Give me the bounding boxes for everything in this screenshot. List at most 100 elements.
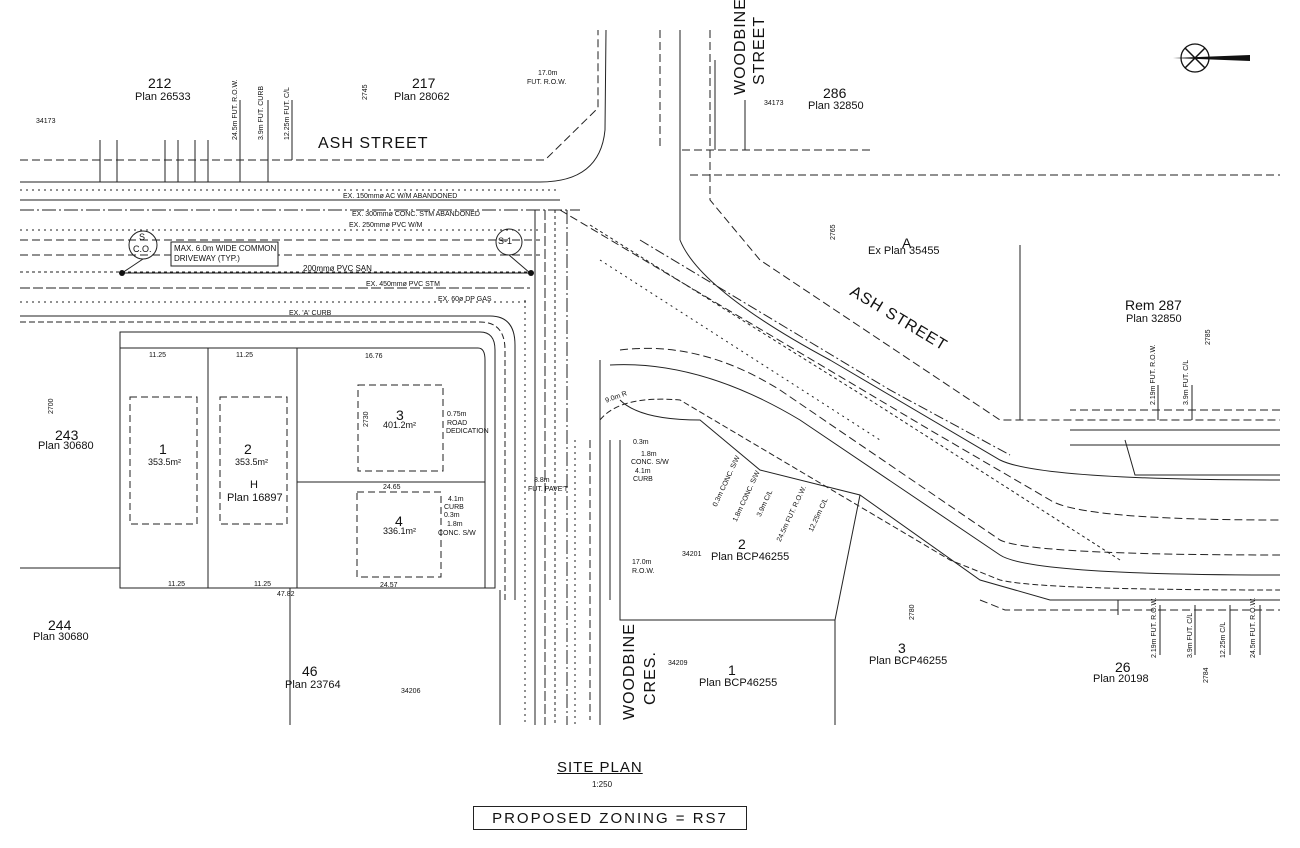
fut-pavet-text: FUT. PAVE'T [528, 486, 568, 493]
address-label: 34201 [682, 551, 702, 558]
proposed-zoning-box: PROPOSED ZONING = RS7 [473, 806, 747, 830]
site-plan-title: SITE PLAN [557, 759, 643, 776]
ex-dp-gas-label: EX. 60ø DP GAS [438, 296, 492, 303]
ash-street-label: ASH STREET [318, 135, 429, 152]
proposed-lot-number: 1 [159, 441, 167, 457]
lot-dim: 24.57 [380, 582, 398, 589]
address-label: 34206 [401, 688, 421, 695]
s1-label: S-1 [498, 236, 513, 246]
parcel-plan: Plan 16897 [227, 492, 283, 504]
woodbine-cres-label-2: CRES. [642, 651, 659, 705]
rt-sw-text: CONC. S/W [631, 459, 669, 466]
lower-right-dim: 12.25m C/L [1220, 621, 1227, 658]
proposed-lot-area: 353.5m² [148, 457, 182, 467]
fut-row-dim: 17.0m [538, 70, 558, 77]
proposed-lot-area: 353.5m² [235, 457, 269, 467]
address-label: 2780 [909, 604, 916, 620]
parcel-plan: Plan BCP46255 [869, 655, 948, 667]
parcel-plan: Plan 30680 [33, 631, 89, 643]
site-boundary [119, 331, 496, 589]
lot-dim: 47.82 [277, 591, 295, 598]
parcel-plan: Plan 28062 [394, 91, 450, 103]
parcel-number: 46 [302, 663, 318, 679]
address-label: 34209 [668, 660, 688, 667]
parcel-number: 243 [55, 427, 79, 443]
proposed-lot-area: 401.2m² [383, 420, 417, 430]
parcel-plan: Plan 30680 [38, 440, 94, 452]
ex-pvc-wm-label: EX. 250mmø PVC W/M [349, 222, 423, 229]
top-dim: 12.25m FUT. C/L [284, 87, 291, 140]
curb-dim: 4.1m [448, 496, 464, 503]
parcel-plan: Ex Plan 35455 [868, 245, 940, 257]
parcel-number: 217 [412, 75, 436, 91]
ex-curb-label: EX. 'A' CURB [289, 310, 332, 317]
right-dim: 2.19m FUT. R.O.W. [1150, 344, 1157, 405]
site-plan-scale: 1:250 [592, 780, 613, 789]
lot-dim: 11.25 [168, 581, 185, 588]
sw-dim: 1.8m [447, 521, 463, 528]
lower-right-dim: 3.9m FUT. C/L [1187, 612, 1194, 658]
parcel-number: A [902, 235, 912, 251]
row-dim: 17.0m [632, 559, 652, 566]
road-dedication-text: DEDICATION [446, 428, 489, 435]
parcel-number: Rem 287 [1125, 297, 1182, 313]
right-dim: 3.9m FUT. C/L [1183, 359, 1190, 405]
address-label: 2765 [830, 224, 837, 240]
proposed-lot-number: 4 [395, 513, 403, 529]
rt-sw-dim: 0.3m [633, 439, 649, 446]
lot-dim: 11.25 [254, 581, 271, 588]
parcel-plan: Plan 20198 [1093, 673, 1149, 685]
fut-row-text: FUT. R.O.W. [527, 79, 567, 86]
ash-street-north-property-line [20, 30, 599, 161]
parcel-number: 286 [823, 85, 847, 101]
north-arrow-icon [1173, 43, 1250, 73]
parcel-plan: Plan 32850 [1126, 313, 1182, 325]
parcel-number: 244 [48, 617, 72, 633]
lot-dim: 11.25 [149, 352, 166, 359]
fut-pavet-dim: 8.8m [534, 477, 550, 484]
address-label: 2730 [363, 411, 370, 427]
proposed-lot-number: 3 [396, 407, 404, 423]
lower-right-dim: 2.19m FUT. R.O.W. [1151, 597, 1158, 658]
ex-pvc-stm-label: EX. 450mmø PVC STM [366, 281, 440, 288]
sw-text: CONC. S/W [438, 530, 476, 537]
address-label: 34173 [36, 118, 56, 125]
driveway-note-line2: DRIVEWAY (TYP.) [174, 254, 240, 263]
driveway-note-line1: MAX. 6.0m WIDE COMMON [174, 244, 277, 253]
address-label: 2785 [1205, 329, 1212, 345]
address-label: 34173 [764, 100, 784, 107]
parcel-plan: Plan BCP46255 [699, 677, 778, 689]
top-dim: 3.9m FUT. CURB [258, 85, 265, 140]
parcel-number: 1 [728, 662, 736, 678]
parcel-number: 26 [1115, 659, 1131, 675]
road-dedication-dim: 0.75m [447, 411, 467, 418]
address-label: 2745 [362, 84, 369, 100]
parcel-number: 3 [898, 640, 906, 656]
woodbine-street-label-2: STREET [751, 15, 768, 85]
parcel-plan: Plan BCP46255 [711, 551, 790, 563]
lot-dim: 24.65 [383, 484, 401, 491]
ex-wm-abandoned-label: EX. 150mmø AC W/M ABANDONED [343, 193, 458, 200]
parcel-plan: Plan 26533 [135, 91, 191, 103]
parcel-plan: Plan 32850 [808, 100, 864, 112]
rt-sw-dim: 1.8m [641, 451, 657, 458]
lower-right-dim: 24.5m FUT. R.O.W. [1250, 597, 1257, 658]
sw-dim: 0.3m [444, 512, 460, 519]
top-dim: 24.5m FUT. R.O.W. [232, 79, 239, 140]
curb-text: CURB [444, 504, 464, 511]
sco-label-bottom: C.O. [133, 244, 152, 254]
ash-street-north-curb [20, 29, 607, 183]
address-label: 2784 [1203, 667, 1210, 683]
driveway-note: MAX. 6.0m WIDE COMMON DRIVEWAY (TYP.) [174, 244, 276, 264]
rt-curb-text: CURB [633, 476, 653, 483]
proposed-lot-area: 336.1m² [383, 526, 417, 536]
rt-curb-dim: 4.1m [635, 468, 651, 475]
address-label: 2700 [48, 398, 55, 414]
parcel-plan: Plan 23764 [285, 679, 341, 691]
pvc-san-label: 200mmø PVC SAN [303, 264, 372, 273]
lot-dim: 16.76 [365, 353, 383, 360]
lot-dim: 11.25 [236, 352, 253, 359]
row-text: R.O.W. [632, 568, 655, 575]
road-dedication-text: ROAD [447, 420, 468, 427]
